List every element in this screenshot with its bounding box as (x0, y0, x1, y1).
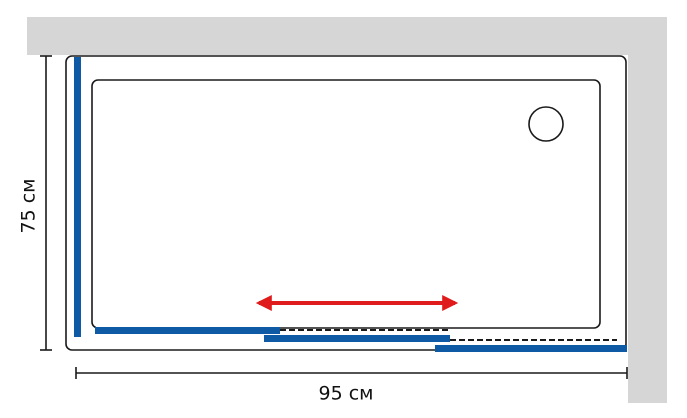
drain-circle-icon (528, 106, 564, 142)
height-dimension-label: 75 см (18, 179, 40, 234)
shower-tray-inner (91, 79, 601, 329)
fixed-panel-profile (95, 327, 280, 334)
end-panel-profile (435, 345, 627, 352)
sliding-panel-profile (264, 335, 450, 342)
wall-right (628, 17, 667, 403)
side-panel-profile (74, 57, 81, 337)
width-dimension-label: 95 см (319, 383, 374, 405)
wall-top (27, 17, 667, 55)
